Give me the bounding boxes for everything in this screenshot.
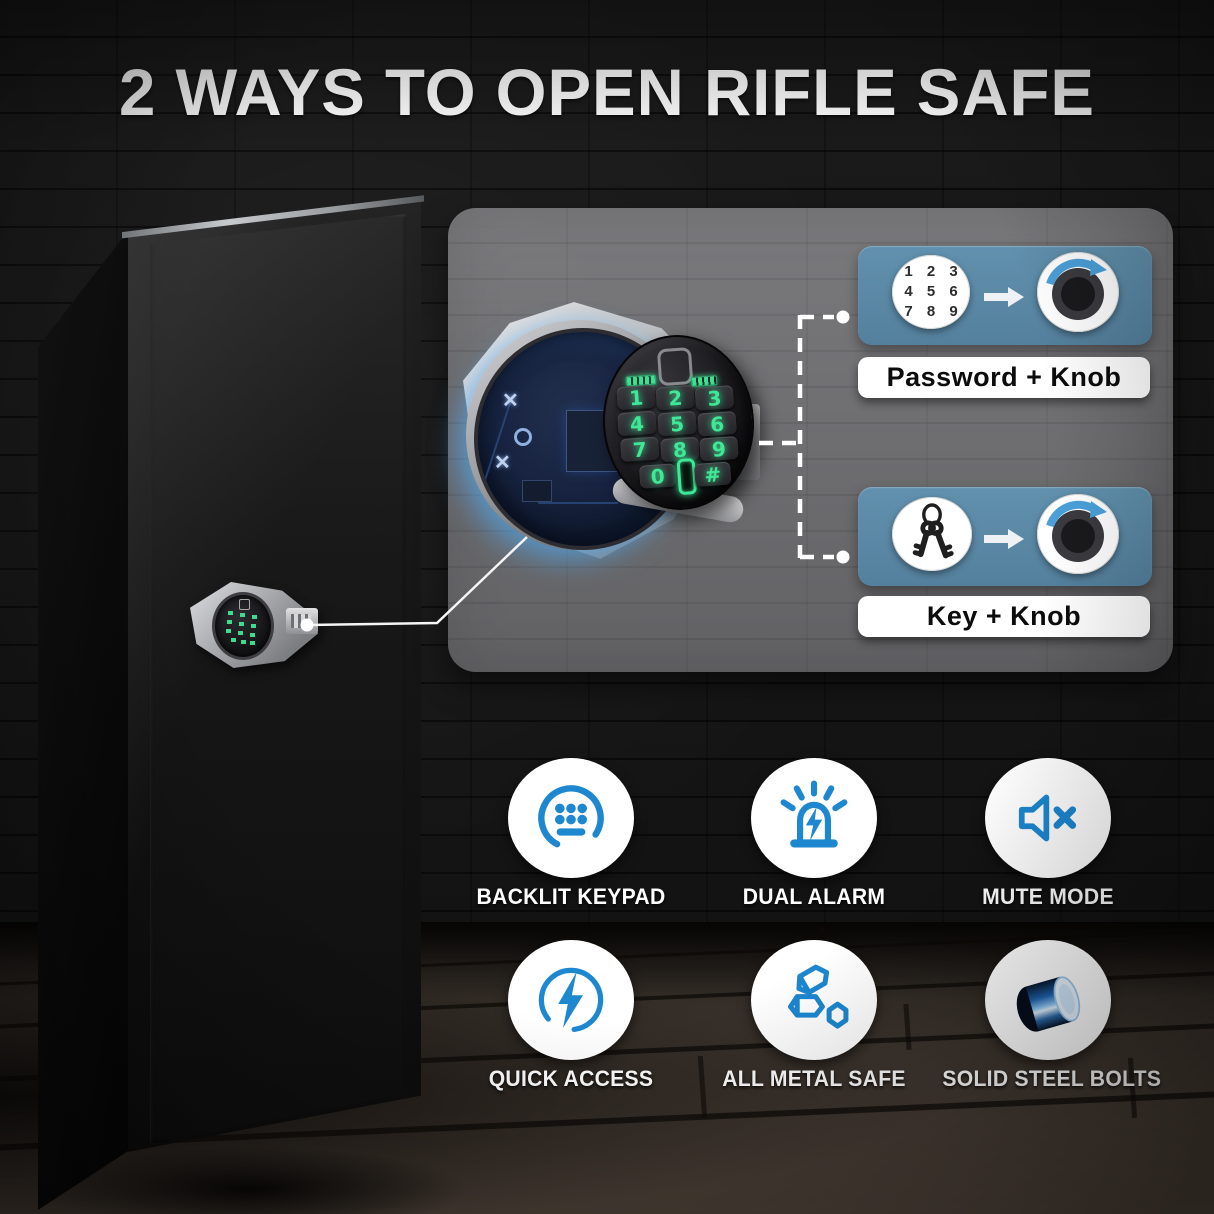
rotate-knob-icon [1037,252,1119,332]
door-keypad-lock [188,578,324,672]
safe-side-panel [38,230,128,1211]
feature-backlit-keypad: BACKLIT KEYPAD [461,758,681,910]
keypad-icon [538,785,604,851]
feature-quick-access: QUICK ACCESS [461,940,681,1092]
feature-dual-alarm: DUAL ALARM [704,758,924,910]
keypad-digits-glow [228,611,233,615]
feature-all-metal-safe: ALL METAL SAFE [704,940,924,1092]
password-method-box: 1 2 3 4 5 6 7 8 9 [858,246,1152,345]
page-title: 2 WAYS TO OPEN RIFLE SAFE [118,55,1096,129]
rotate-knob-icon [1037,494,1119,574]
right-arrow-icon [984,529,1024,549]
lightning-icon [538,967,604,1033]
fingerprint-pad-icon [239,599,250,610]
key-method-label: Key + Knob [858,596,1150,637]
feature-mute-mode: MUTE MODE [938,758,1158,910]
mute-speaker-icon [1018,794,1077,842]
right-arrow-icon [984,287,1024,307]
steel-bolt-icon [1016,976,1081,1032]
circuit-chip-small [522,480,552,502]
safe-door [150,214,406,1144]
feature-solid-steel-bolts: SOLID STEEL BOLTS [938,940,1161,1092]
password-method-label: Password + Knob [858,357,1150,398]
circuit-connector-icon: ✕ [494,452,511,474]
circuit-connector-icon: ✕ [502,390,519,412]
keypad-digits-icon: 1 2 3 4 5 6 7 8 9 [892,255,970,329]
metal-ingots-icon [787,964,849,1029]
keys-icon [892,497,972,571]
circuit-node [514,428,532,446]
alarm-icon [780,780,848,848]
key-method-box [858,487,1152,586]
door-keypad [212,592,274,660]
